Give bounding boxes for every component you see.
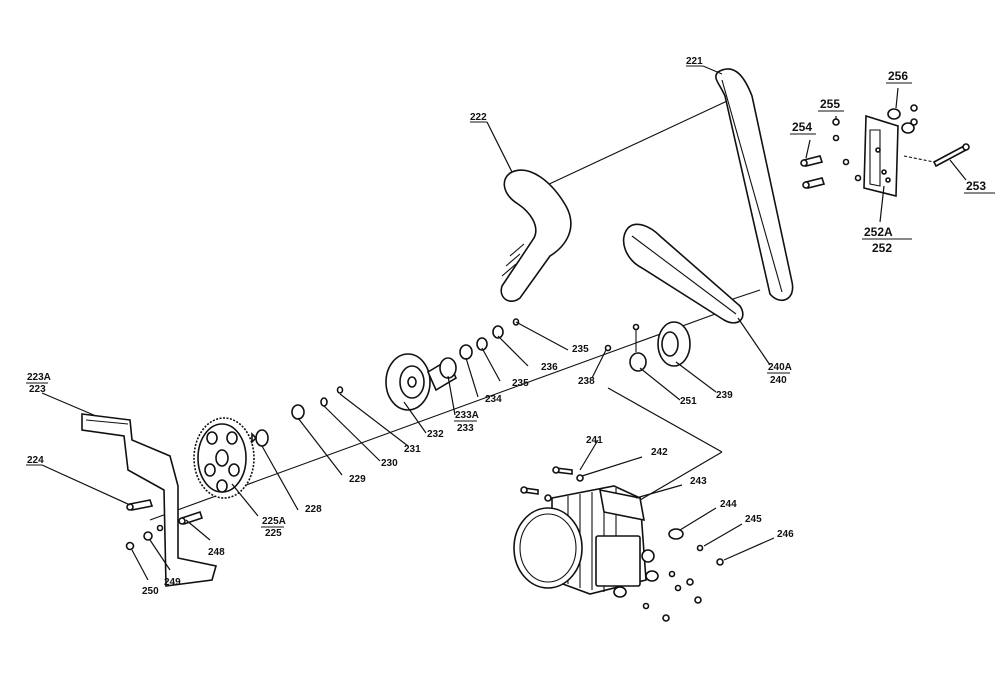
- callout-labels: 221 222 223A 223 224 225A 225 228 229 23…: [26, 56, 995, 597]
- callout-231: 231: [404, 444, 421, 455]
- callout-255: 255: [820, 97, 840, 111]
- callout-223: 223: [29, 384, 46, 395]
- callout-225a: 225A: [262, 516, 286, 527]
- belt-240: [622, 223, 744, 324]
- hub-251: [629, 323, 647, 372]
- callout-241: 241: [586, 435, 603, 446]
- callout-250: 250: [142, 586, 159, 597]
- callout-251: 251: [680, 396, 697, 407]
- leader-lines: [41, 65, 967, 581]
- washer-229: [291, 404, 305, 420]
- callout-249: 249: [164, 577, 181, 588]
- callout-240a: 240A: [768, 362, 792, 373]
- callout-229: 229: [349, 474, 366, 485]
- motor-243: [513, 485, 647, 595]
- pulley-239: [657, 321, 691, 367]
- callout-221: 221: [686, 56, 703, 67]
- callout-230: 230: [381, 458, 398, 469]
- callout-246: 246: [777, 529, 794, 540]
- callout-254: 254: [792, 120, 812, 134]
- callout-245: 245: [745, 514, 762, 525]
- belt-guide-222: [500, 169, 572, 302]
- callout-243: 243: [690, 476, 707, 487]
- callout-223a: 223A: [27, 372, 51, 383]
- callout-232: 232: [427, 429, 444, 440]
- callout-244: 244: [720, 499, 737, 510]
- callout-225: 225: [265, 528, 282, 539]
- callout-224: 224: [27, 455, 44, 466]
- callout-228: 228: [305, 504, 322, 515]
- callout-233a: 233A: [455, 410, 479, 421]
- bracket-fasteners: [125, 499, 204, 551]
- collar-236: [492, 325, 504, 339]
- callout-252: 252: [872, 241, 892, 255]
- belt-221: [715, 68, 794, 302]
- plate-252-assembly: [800, 104, 970, 198]
- callout-248: 248: [208, 547, 225, 558]
- large-gear-225: [193, 417, 255, 499]
- pin-238: [604, 344, 612, 352]
- callout-234: 234: [485, 394, 502, 405]
- callout-256: 256: [888, 69, 908, 83]
- callout-236: 236: [541, 362, 558, 373]
- ring-230: [320, 397, 328, 407]
- callout-252a: 252A: [864, 225, 893, 239]
- callout-253: 253: [966, 179, 986, 193]
- callout-240: 240: [770, 375, 787, 386]
- callout-222: 222: [470, 112, 487, 123]
- hub-233: [426, 357, 458, 392]
- callout-235b: 235: [572, 344, 589, 355]
- pin-231: [336, 386, 344, 394]
- collar-234: [459, 344, 473, 360]
- callout-238: 238: [578, 376, 595, 387]
- mounting-bracket-223: [81, 413, 218, 587]
- guide-axis-line: [514, 94, 741, 201]
- collar-235a: [476, 337, 488, 351]
- motor-fasteners: [520, 466, 724, 622]
- callout-233: 233: [457, 423, 474, 434]
- bushing-228: [251, 429, 269, 447]
- callout-242: 242: [651, 447, 668, 458]
- callout-239: 239: [716, 390, 733, 401]
- pulley-232: [385, 353, 431, 411]
- callout-235a: 235: [512, 378, 529, 389]
- shaft-axis-line: [149, 304, 741, 521]
